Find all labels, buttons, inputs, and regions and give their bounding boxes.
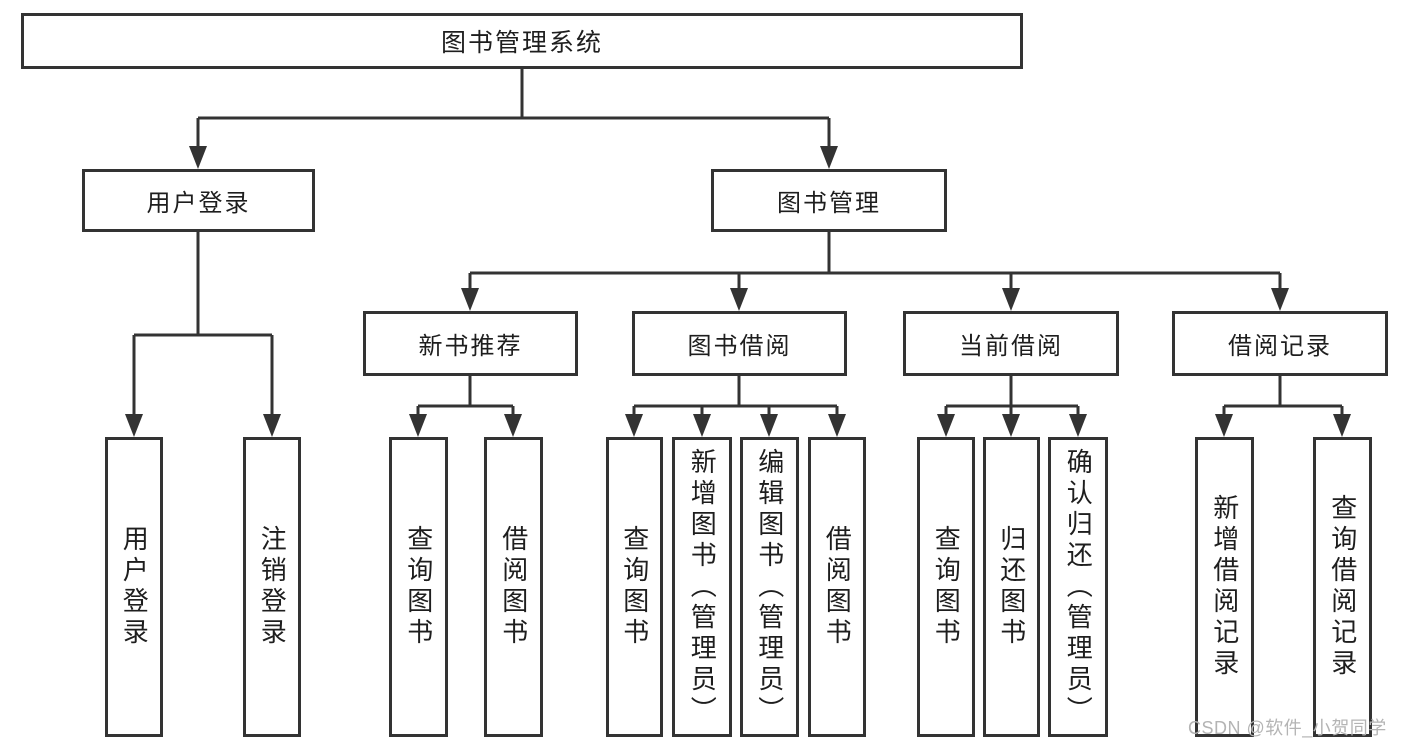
node-leaf-borrowing-borrow-books: 借阅图书 — [808, 437, 866, 737]
leaf-label: 新增图书（管理员） — [687, 447, 718, 727]
node-leaf-add-borrow-record: 新增借阅记录 — [1195, 437, 1254, 737]
node-borrowing-records: 借阅记录 — [1172, 311, 1388, 376]
node-user-login: 用户登录 — [82, 169, 315, 232]
node-leaf-add-books-admin: 新增图书（管理员） — [672, 437, 732, 737]
node-current-borrowing: 当前借阅 — [903, 311, 1119, 376]
node-leaf-user-login: 用户登录 — [105, 437, 163, 737]
leaf-label: 借阅图书 — [822, 525, 853, 649]
leaf-label: 查询图书 — [931, 525, 962, 649]
node-new-book-recommend: 新书推荐 — [363, 311, 578, 376]
node-leaf-logout: 注销登录 — [243, 437, 301, 737]
node-library-system: 图书管理系统 — [21, 13, 1023, 69]
leaf-label: 确认归还（管理员） — [1063, 447, 1094, 727]
leaf-label: 查询图书 — [619, 525, 650, 649]
leaf-label: 新增借阅记录 — [1209, 494, 1240, 680]
leaf-label: 查询借阅记录 — [1327, 494, 1358, 680]
node-leaf-query-borrow-record: 查询借阅记录 — [1313, 437, 1372, 737]
csdn-watermark: CSDN @软件_小贺同学 — [1188, 718, 1387, 738]
node-leaf-confirm-return-admin: 确认归还（管理员） — [1048, 437, 1108, 737]
node-leaf-edit-books-admin: 编辑图书（管理员） — [740, 437, 799, 737]
node-leaf-return-books: 归还图书 — [983, 437, 1040, 737]
leaf-label: 注销登录 — [257, 525, 288, 649]
leaf-label: 用户登录 — [119, 525, 150, 649]
leaf-label: 借阅图书 — [498, 525, 529, 649]
leaf-label: 编辑图书（管理员） — [754, 447, 785, 727]
node-book-borrowing: 图书借阅 — [632, 311, 847, 376]
leaf-label: 归还图书 — [996, 525, 1027, 649]
node-leaf-borrowing-query-books: 查询图书 — [606, 437, 663, 737]
node-leaf-current-query-books: 查询图书 — [917, 437, 975, 737]
node-leaf-recommend-query-books: 查询图书 — [389, 437, 448, 737]
node-book-management: 图书管理 — [711, 169, 947, 232]
leaf-label: 查询图书 — [403, 525, 434, 649]
node-leaf-recommend-borrow-books: 借阅图书 — [484, 437, 543, 737]
